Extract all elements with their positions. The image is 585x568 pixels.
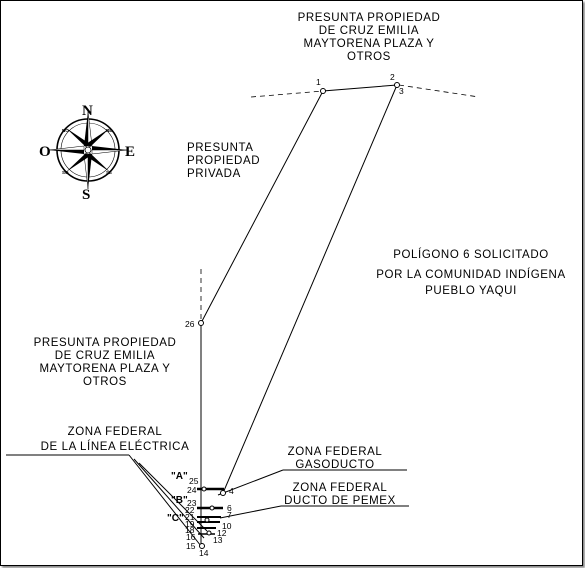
svg-text:DE LA LÍNEA ELÉCTRICA: DE LA LÍNEA ELÉCTRICA: [41, 440, 190, 453]
polygon-label: POLÍGONO 6 SOLICITADO POR LA COMUNIDAD I…: [376, 248, 565, 297]
pemex-zone-label: ZONA FEDERAL DUCTO DE PEMEX: [284, 482, 396, 507]
point-2-label: 2: [390, 72, 395, 82]
svg-text:GASODUCTO: GASODUCTO: [295, 459, 374, 471]
electric-zone-label: ZONA FEDERAL DE LA LÍNEA ELÉCTRICA: [41, 426, 190, 453]
polygon-edge-north-west: [200, 84, 398, 324]
point-13-label: 13: [213, 535, 223, 545]
compass-southwest: SO: [62, 170, 69, 175]
point-4-label: 4: [229, 486, 234, 496]
left-property-label: PRESUNTA PROPIEDAD DE CRUZ EMILIA MAYTOR…: [34, 337, 177, 388]
compass-north: N: [82, 103, 93, 119]
point-14-label: 14: [199, 548, 209, 558]
svg-text:POLÍGONO 6 SOLICITADO: POLÍGONO 6 SOLICITADO: [393, 248, 549, 261]
electric-line-3: [138, 462, 208, 532]
gas-zone-leader: [217, 469, 284, 496]
polygon-edge-east: [222, 84, 398, 494]
svg-text:OTROS: OTROS: [83, 376, 127, 388]
svg-text:PRESUNTA PROPIEDAD: PRESUNTA PROPIEDAD: [298, 12, 441, 24]
point-22-label: 22: [185, 505, 195, 515]
point-3-label: 3: [399, 86, 404, 96]
zone-c-label: "C": [167, 513, 184, 524]
svg-text:POR LA COMUNIDAD INDÍGENA: POR LA COMUNIDAD INDÍGENA: [376, 268, 565, 281]
svg-text:PUEBLO YAQUI: PUEBLO YAQUI: [425, 285, 517, 297]
svg-text:DE CRUZ EMILIA: DE CRUZ EMILIA: [55, 350, 155, 362]
point-23-label: 23: [187, 498, 197, 508]
electric-line-2: [133, 458, 205, 539]
svg-text:PRIVADA: PRIVADA: [187, 168, 241, 180]
svg-text:PRESUNTA PROPIEDAD: PRESUNTA PROPIEDAD: [34, 337, 177, 349]
svg-text:DE CRUZ EMILIA: DE CRUZ EMILIA: [319, 25, 419, 37]
zone-a-label: "A": [171, 471, 188, 482]
point-24-label: 24: [187, 485, 197, 495]
svg-text:MAYTORENA PLAZA Y: MAYTORENA PLAZA Y: [40, 363, 171, 375]
point-6-label: 6: [227, 503, 232, 513]
point-1-label: 1: [316, 77, 321, 87]
point-21-label: 21: [185, 512, 195, 522]
boundary-dashed-right: [398, 84, 480, 98]
svg-text:DUCTO DE PEMEX: DUCTO DE PEMEX: [284, 495, 396, 507]
boundary-dashed-left: [250, 90, 324, 98]
top-property-label: PRESUNTA PROPIEDAD DE CRUZ EMILIA MAYTOR…: [298, 12, 441, 63]
svg-text:ZONA FEDERAL: ZONA FEDERAL: [288, 446, 383, 458]
compass-east: E: [125, 144, 135, 160]
svg-text:PROPIEDAD: PROPIEDAD: [187, 155, 260, 167]
point-18-label: 18: [185, 525, 195, 535]
electric-line-1: [128, 454, 202, 547]
vertex-markers: [198, 82, 400, 549]
point-25-label: 25: [189, 476, 199, 486]
point-26-label: 26: [185, 319, 195, 329]
private-property-label: PRESUNTA PROPIEDAD PRIVADA: [187, 142, 260, 180]
svg-text:PRESUNTA: PRESUNTA: [187, 142, 254, 154]
compass-southeast: SE: [106, 170, 112, 175]
compass-northeast: NE: [106, 128, 112, 133]
zone-b-label: "B": [171, 495, 188, 506]
point-12-label: 12: [217, 528, 227, 538]
point-16-label: 16: [186, 532, 196, 542]
point-10-label: 10: [222, 521, 232, 531]
point-15-label: 15: [186, 541, 196, 551]
point-7-label: 7: [227, 510, 232, 520]
svg-text:ZONA FEDERAL: ZONA FEDERAL: [68, 426, 163, 438]
compass-rose-icon: [48, 110, 128, 190]
pemex-zone-leader: [219, 505, 282, 519]
svg-text:MAYTORENA PLAZA Y: MAYTORENA PLAZA Y: [304, 38, 435, 50]
compass-west: O: [39, 144, 51, 160]
svg-text:ZONA FEDERAL: ZONA FEDERAL: [293, 482, 388, 494]
gas-zone-label: ZONA FEDERAL GASODUCTO: [288, 446, 383, 471]
compass-northwest: NO: [62, 128, 69, 133]
point-19-label: 19: [185, 519, 195, 529]
compass-south: S: [82, 187, 90, 203]
svg-text:OTROS: OTROS: [347, 51, 391, 63]
